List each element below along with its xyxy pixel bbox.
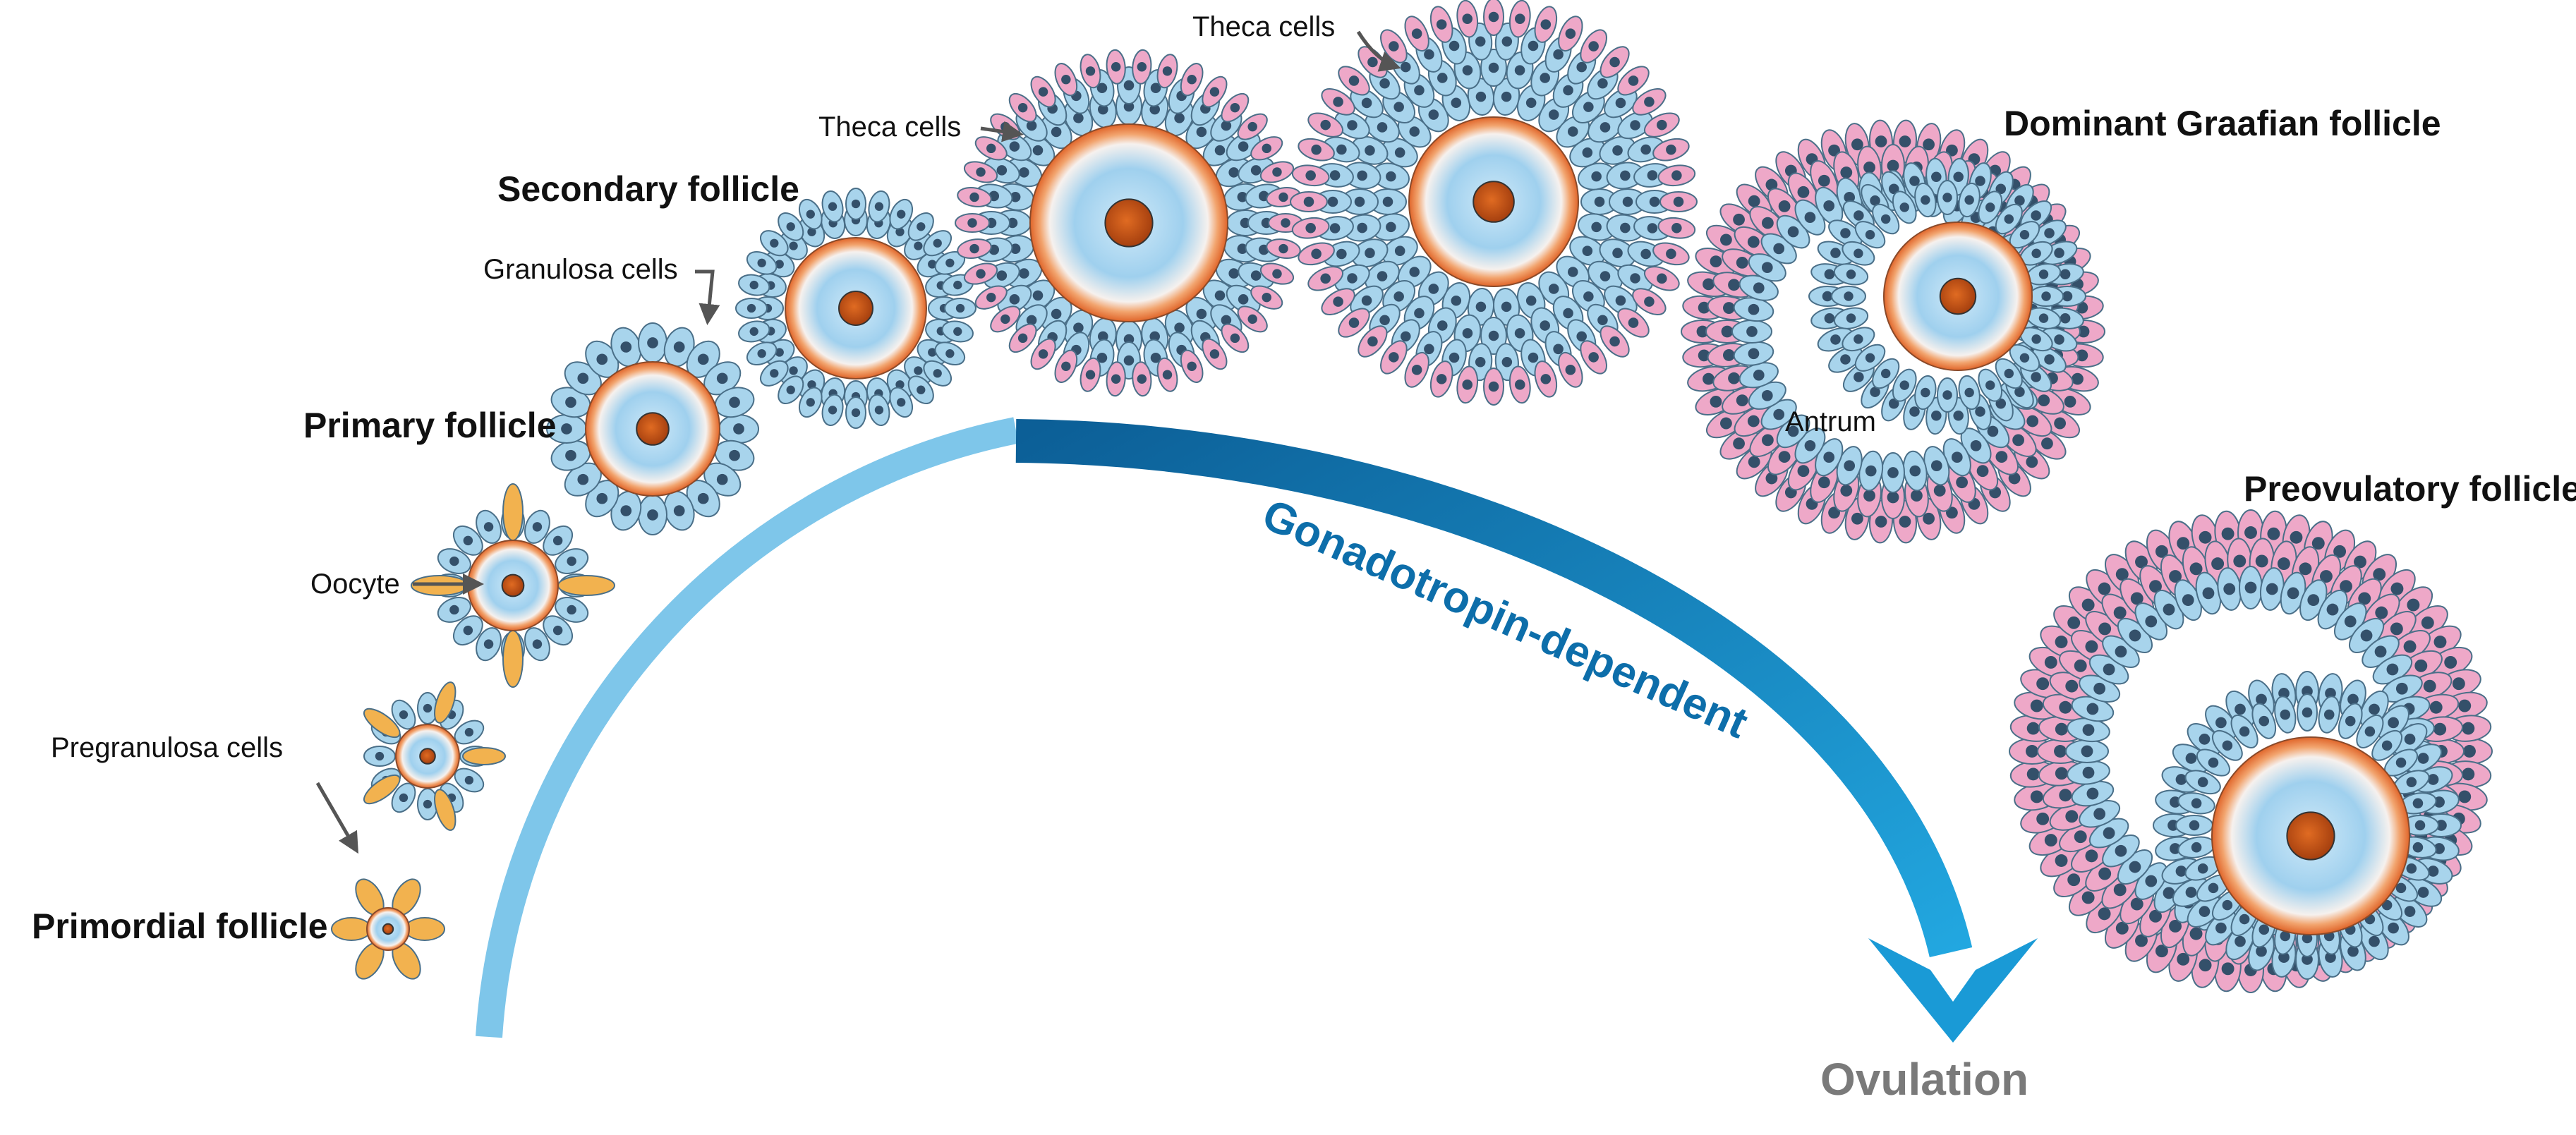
pregranulosa-label: Pregranulosa cells [51, 732, 284, 763]
oocyte-label: Oocyte [310, 569, 400, 600]
graafian-label: Dominant Graafian follicle [2004, 104, 2441, 143]
gonadotropin-arc [1015, 419, 1973, 958]
pregranulosa-follicle [363, 681, 506, 831]
theca-pointer-1 [980, 121, 1024, 142]
antrum-label: Antrum [1785, 406, 1876, 437]
secondary-follicle [735, 188, 976, 429]
oocyte-follicle [411, 483, 615, 688]
granulosa-pointer [695, 269, 720, 325]
early-antral-follicle [955, 49, 1303, 397]
preovulatory-follicle [2009, 509, 2493, 993]
theca-pointer-2 [1356, 30, 1401, 72]
granulosa-label: Granulosa cells [483, 254, 678, 285]
primary-label: Primary follicle [303, 406, 557, 445]
late-preantral-follicle [1290, 0, 1698, 406]
ovulation-label: Ovulation [1820, 1054, 2029, 1105]
ovulation-arrowhead [1868, 938, 2038, 1043]
theca-label-1: Theca cells [818, 111, 962, 142]
theca-label-2: Theca cells [1192, 11, 1336, 42]
graafian-follicle [1681, 119, 2105, 544]
secondary-label: Secondary follicle [497, 169, 799, 209]
primordial-follicle [331, 878, 445, 980]
light-blue-arc [476, 417, 1019, 1038]
primordial-label: Primordial follicle [32, 906, 328, 946]
pregranulosa-pointer [315, 782, 359, 854]
preovulatory-label: Preovulatory follicle [2244, 469, 2576, 509]
primary-follicle [546, 322, 759, 535]
